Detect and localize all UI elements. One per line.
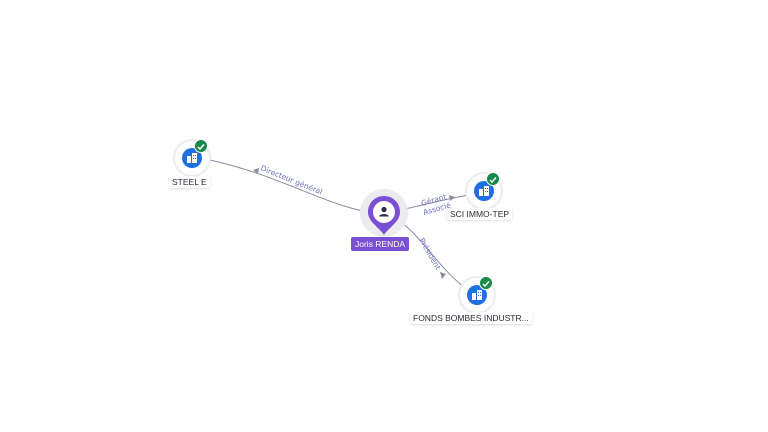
arrow-icon — [449, 195, 455, 201]
verified-check-icon — [486, 172, 500, 186]
arrow-icon — [440, 272, 446, 279]
building-icon — [467, 285, 487, 305]
building-icon — [182, 148, 202, 168]
edge-label-president: Président — [417, 237, 442, 272]
person-icon — [379, 206, 389, 217]
company-name[interactable]: FONDS BOMBES INDUSTR... — [410, 312, 532, 324]
company-circle[interactable] — [175, 139, 209, 175]
person-pin-icon[interactable] — [367, 195, 401, 237]
company-circle[interactable] — [460, 276, 494, 312]
building-icon — [474, 181, 494, 201]
person-name[interactable]: Joris RENDA — [351, 237, 410, 251]
company-name[interactable]: STEEL E — [169, 176, 210, 188]
verified-check-icon — [194, 139, 208, 153]
company-circle[interactable] — [467, 172, 501, 208]
company-name[interactable]: SCI IMMO-TEP — [447, 208, 513, 220]
arrow-icon — [253, 168, 259, 174]
edge-label-directeur-general: Directeur général — [259, 164, 323, 197]
verified-check-icon — [479, 276, 493, 290]
